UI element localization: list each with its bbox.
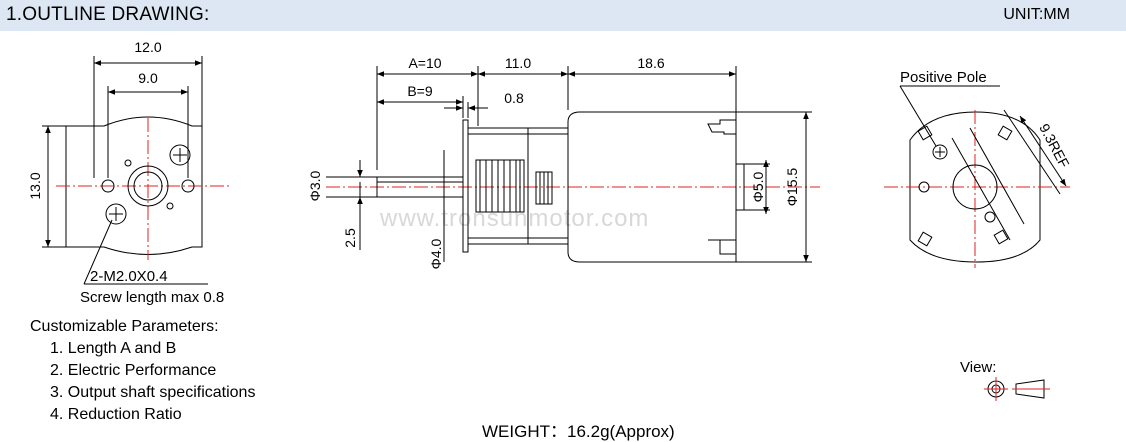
rear-small-circle [918,181,930,193]
weight-label: WEIGHT：16.2g(Approx) [482,422,675,441]
side-gearbox [467,127,569,245]
side-terminal-bottom [708,239,737,255]
custom-params: Customizable Parameters: 1. Length A and… [30,316,255,426]
dim-gearbox: 11.0 [505,55,531,71]
positive-marker [932,144,948,160]
dim-flange: 0.8 [504,90,524,106]
dim-bearing-dia: Φ5.0 [750,171,766,202]
param-item: 3. Output shaft specifications [50,384,256,401]
param-item: 2. Electric Performance [50,362,217,379]
front-hole-right [181,179,195,193]
front-hole-left [101,179,115,193]
front-screw-bottom [105,203,127,225]
front-view [42,56,232,285]
side-bearing [735,163,745,211]
dim-shaft-dia: Φ3.0 [307,170,323,201]
screw-note: Screw length max 0.8 [80,289,224,306]
dim-hole-spacing: 9.0 [138,70,158,86]
front-boss-circle [127,165,169,207]
dim-motor: 18.6 [637,55,664,71]
side-view [326,66,820,263]
dim-boss-dia: Φ4.0 [428,238,444,269]
side-flange [462,119,469,253]
param-item: 1. Length A and B [50,340,177,357]
rear-body-outline [909,111,1041,263]
section-title: 1.OUTLINE DRAWING: [6,4,210,25]
front-screw-top [169,144,191,166]
watermark: www.tronsunmotor.com [380,205,650,232]
dim-shaft-flat: 2.5 [342,228,358,248]
params-title: Customizable Parameters: [30,318,219,335]
dim-a: A=10 [408,55,441,71]
screw-spec: 2-M2.0X0.4 [90,268,168,285]
view-label: View: [960,359,996,376]
positive-pole-label: Positive Pole [900,69,987,86]
unit-label: UNIT:MM [1003,6,1070,23]
front-shaft-circle [133,171,163,201]
rear-center-circle [952,164,998,210]
param-item: 4. Reduction Ratio [50,406,182,423]
dim-terminal: 9.3REF [1036,121,1072,170]
projection-symbol [984,377,1050,401]
dim-width: 12.0 [134,39,161,55]
rear-view [884,85,1070,268]
side-gears [475,159,553,213]
front-body-outline [65,116,203,255]
side-terminal-top [707,119,737,135]
dim-b: B=9 [407,83,433,99]
dim-body-dia: Φ15.5 [784,168,800,207]
dim-height: 13.0 [27,172,43,199]
section-header: 1.OUTLINE DRAWING: UNIT:MM [0,0,1126,31]
